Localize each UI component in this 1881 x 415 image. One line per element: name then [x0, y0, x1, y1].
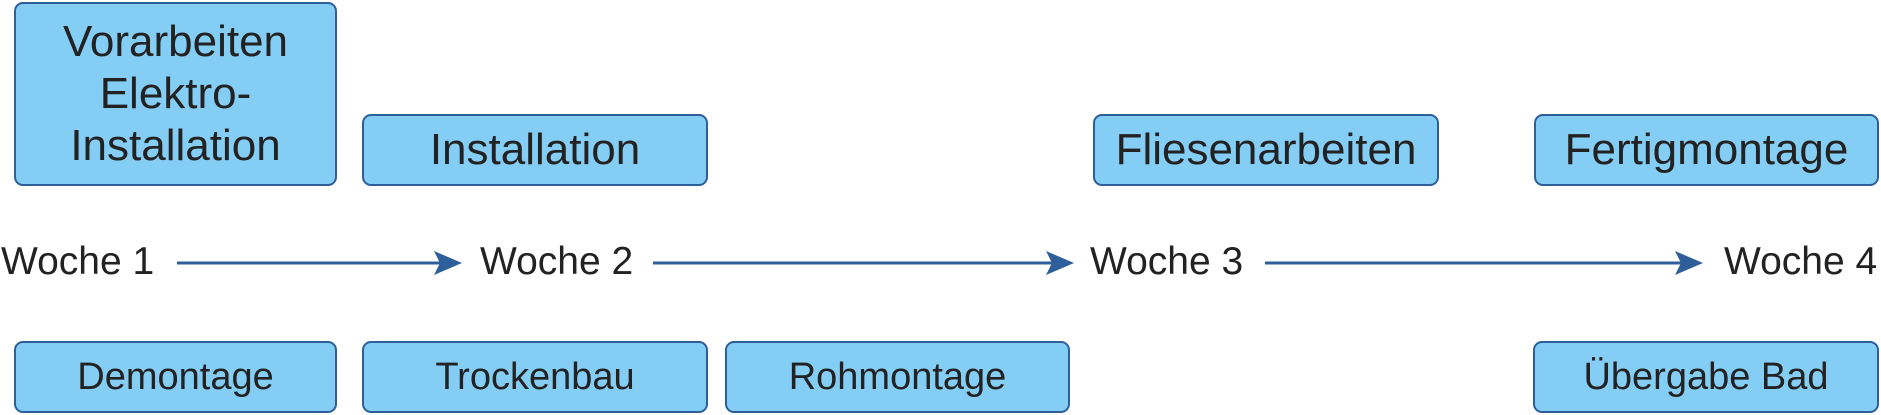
arrow-week2-to-week3 — [653, 251, 1074, 275]
task-label: Demontage — [77, 355, 274, 398]
task-label: Fertigmontage — [1564, 125, 1849, 174]
task-box-fertigmontage: Fertigmontage — [1534, 114, 1879, 186]
arrow-week1-to-week2 — [177, 251, 462, 275]
task-box-installation: Installation — [362, 114, 708, 186]
week-label-4: Woche 4 — [1724, 240, 1878, 283]
task-box-fliesenarbeiten: Fliesenarbeiten — [1093, 114, 1439, 186]
task-label: Vorarbeiten Elektro- Installation — [62, 17, 289, 170]
task-box-vorarbeiten-elektro-installation: Vorarbeiten Elektro- Installation — [14, 2, 337, 186]
week-label-1: Woche 1 — [1, 240, 155, 283]
task-label: Rohmontage — [788, 355, 1007, 398]
week-label-2: Woche 2 — [480, 240, 634, 283]
task-label: Installation — [429, 125, 641, 174]
task-label: Übergabe Bad — [1583, 355, 1829, 398]
task-box-uebergabe-bad: Übergabe Bad — [1533, 341, 1879, 413]
arrow-week3-to-week4 — [1265, 251, 1703, 275]
task-label: Fliesenarbeiten — [1115, 125, 1417, 174]
task-box-demontage: Demontage — [14, 341, 337, 413]
task-box-trockenbau: Trockenbau — [362, 341, 708, 413]
task-box-rohmontage: Rohmontage — [725, 341, 1070, 413]
week-label-3: Woche 3 — [1090, 240, 1244, 283]
task-label: Trockenbau — [435, 355, 635, 398]
